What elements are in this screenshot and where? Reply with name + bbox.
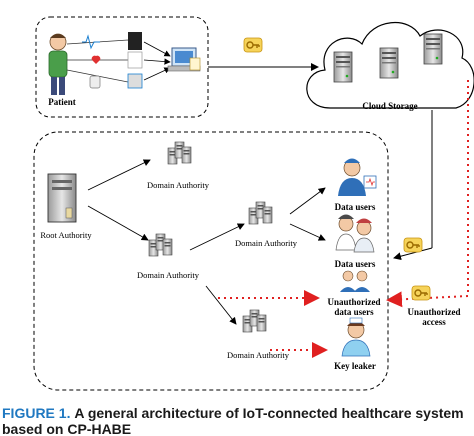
figure-caption: FIGURE 1. A general architecture of IoT-… <box>2 405 472 436</box>
unauthorized-access-label-line1: Unauthorized <box>407 307 461 317</box>
figure-number: FIGURE 1. <box>2 405 71 421</box>
key-icon <box>403 237 423 253</box>
authority-box <box>33 131 389 391</box>
patient-box <box>35 16 209 118</box>
doctor-icon <box>338 158 377 196</box>
heartbeat-icon <box>82 34 100 50</box>
domain-authority-label: Domain Authority <box>146 180 210 190</box>
domain-authority-label: Domain Authority <box>226 350 290 360</box>
root-authority-server-icon <box>47 173 77 223</box>
device-icon <box>128 32 142 50</box>
heart-icon <box>91 55 101 64</box>
key-icon <box>411 285 431 301</box>
thermometer-icon <box>89 75 101 89</box>
device-icon <box>127 73 143 89</box>
device-icon <box>127 51 143 69</box>
data-users-label: Data users <box>334 202 376 212</box>
server-icon <box>379 47 399 79</box>
domain-authority-label: Domain Authority <box>136 270 200 280</box>
cloud-storage-label: Cloud Storage <box>362 101 418 111</box>
unauthorized-users-label-line1: Unauthorized <box>327 297 381 307</box>
patient-figure-icon <box>48 33 68 95</box>
server-icon <box>181 146 192 164</box>
data-users-label: Data users <box>334 259 376 269</box>
server-icon <box>262 206 273 224</box>
laptop-icon <box>167 47 201 72</box>
server-icon <box>423 33 443 65</box>
unauthorized-users-label-line2: data users <box>334 307 374 317</box>
server-icon <box>256 314 267 332</box>
domain-authority-label: Domain Authority <box>234 238 298 248</box>
server-icon <box>162 238 173 256</box>
unauthorized-users-label: Unauthorized data users <box>312 297 396 317</box>
root-authority-label: Root Authority <box>40 230 92 240</box>
key-icon <box>243 37 263 53</box>
key-leaker-label: Key leaker <box>334 361 376 371</box>
patient-label: Patient <box>48 97 76 107</box>
figure-caption-text: A general architecture of IoT-connected … <box>2 405 464 436</box>
unauthorized-access-label: Unauthorized access <box>396 307 472 327</box>
unauthorized-users-icon <box>340 270 370 292</box>
medical-team-icon <box>335 214 375 253</box>
server-icon <box>333 51 353 83</box>
unauthorized-access-label-line2: access <box>422 317 446 327</box>
nurse-icon <box>341 317 371 357</box>
